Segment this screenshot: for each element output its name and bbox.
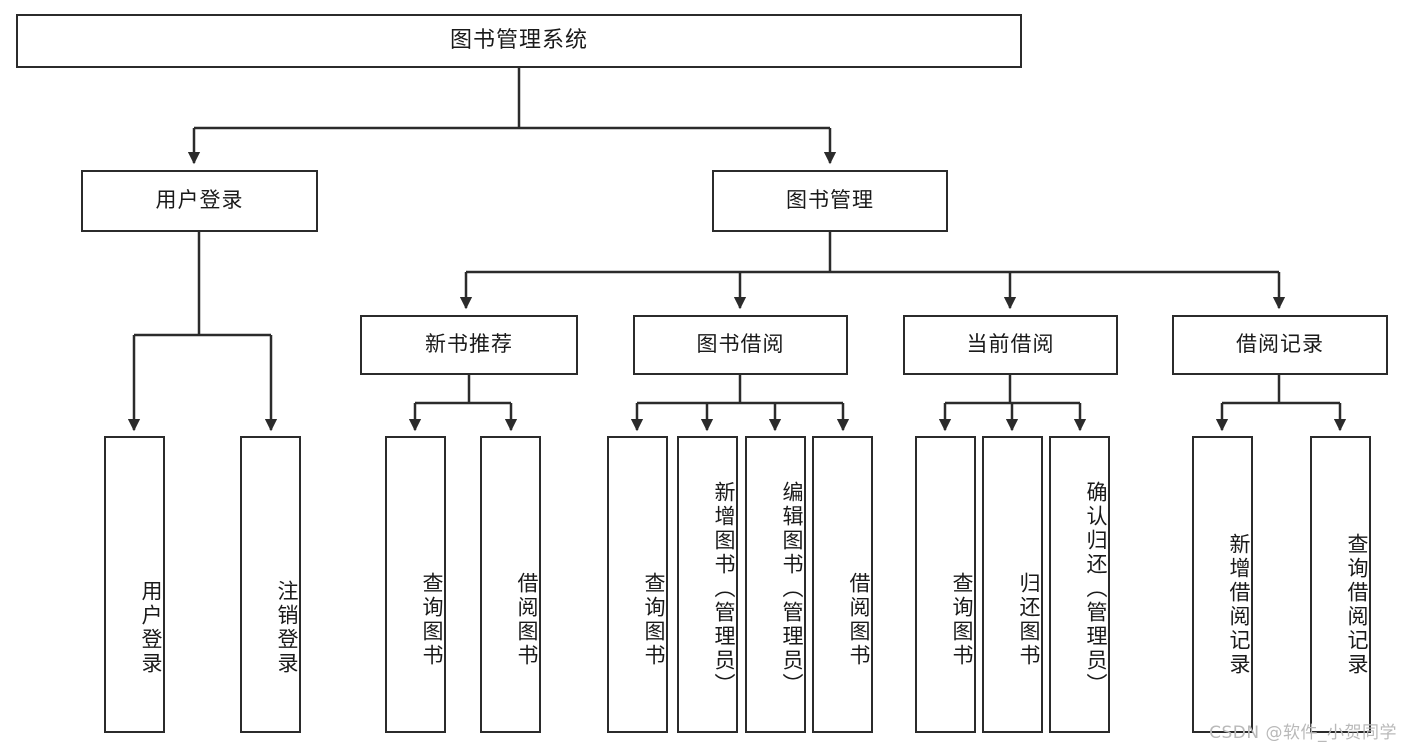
node-new-book-recommend[interactable]: 新书推荐 [360,315,578,375]
leaf-query-borrow-record[interactable]: 查询借阅记录 [1310,436,1371,733]
leaf-edit-book-admin[interactable]: 编辑图书（管理员） [745,436,806,733]
node-book-management[interactable]: 图书管理 [712,170,948,232]
leaf-user-login[interactable]: 用户登录 [104,436,165,733]
leaf-add-borrow-record[interactable]: 新增借阅记录 [1192,436,1253,733]
leaf-borrow-book[interactable]: 借阅图书 [812,436,873,733]
leaf-logout-login[interactable]: 注销登录 [240,436,301,733]
leaf-query-book-recommend[interactable]: 查询图书 [385,436,446,733]
leaf-return-book[interactable]: 归还图书 [982,436,1043,733]
leaf-query-book-current[interactable]: 查询图书 [915,436,976,733]
leaf-confirm-return-admin[interactable]: 确认归还（管理员） [1049,436,1110,733]
leaf-query-book-borrow[interactable]: 查询图书 [607,436,668,733]
node-borrow-record[interactable]: 借阅记录 [1172,315,1388,375]
node-user-login[interactable]: 用户登录 [81,170,318,232]
node-book-borrow[interactable]: 图书借阅 [633,315,848,375]
leaf-add-book-admin[interactable]: 新增图书（管理员） [677,436,738,733]
root-node-book-management-system[interactable]: 图书管理系统 [16,14,1022,68]
node-current-borrow[interactable]: 当前借阅 [903,315,1118,375]
leaf-borrow-book-recommend[interactable]: 借阅图书 [480,436,541,733]
